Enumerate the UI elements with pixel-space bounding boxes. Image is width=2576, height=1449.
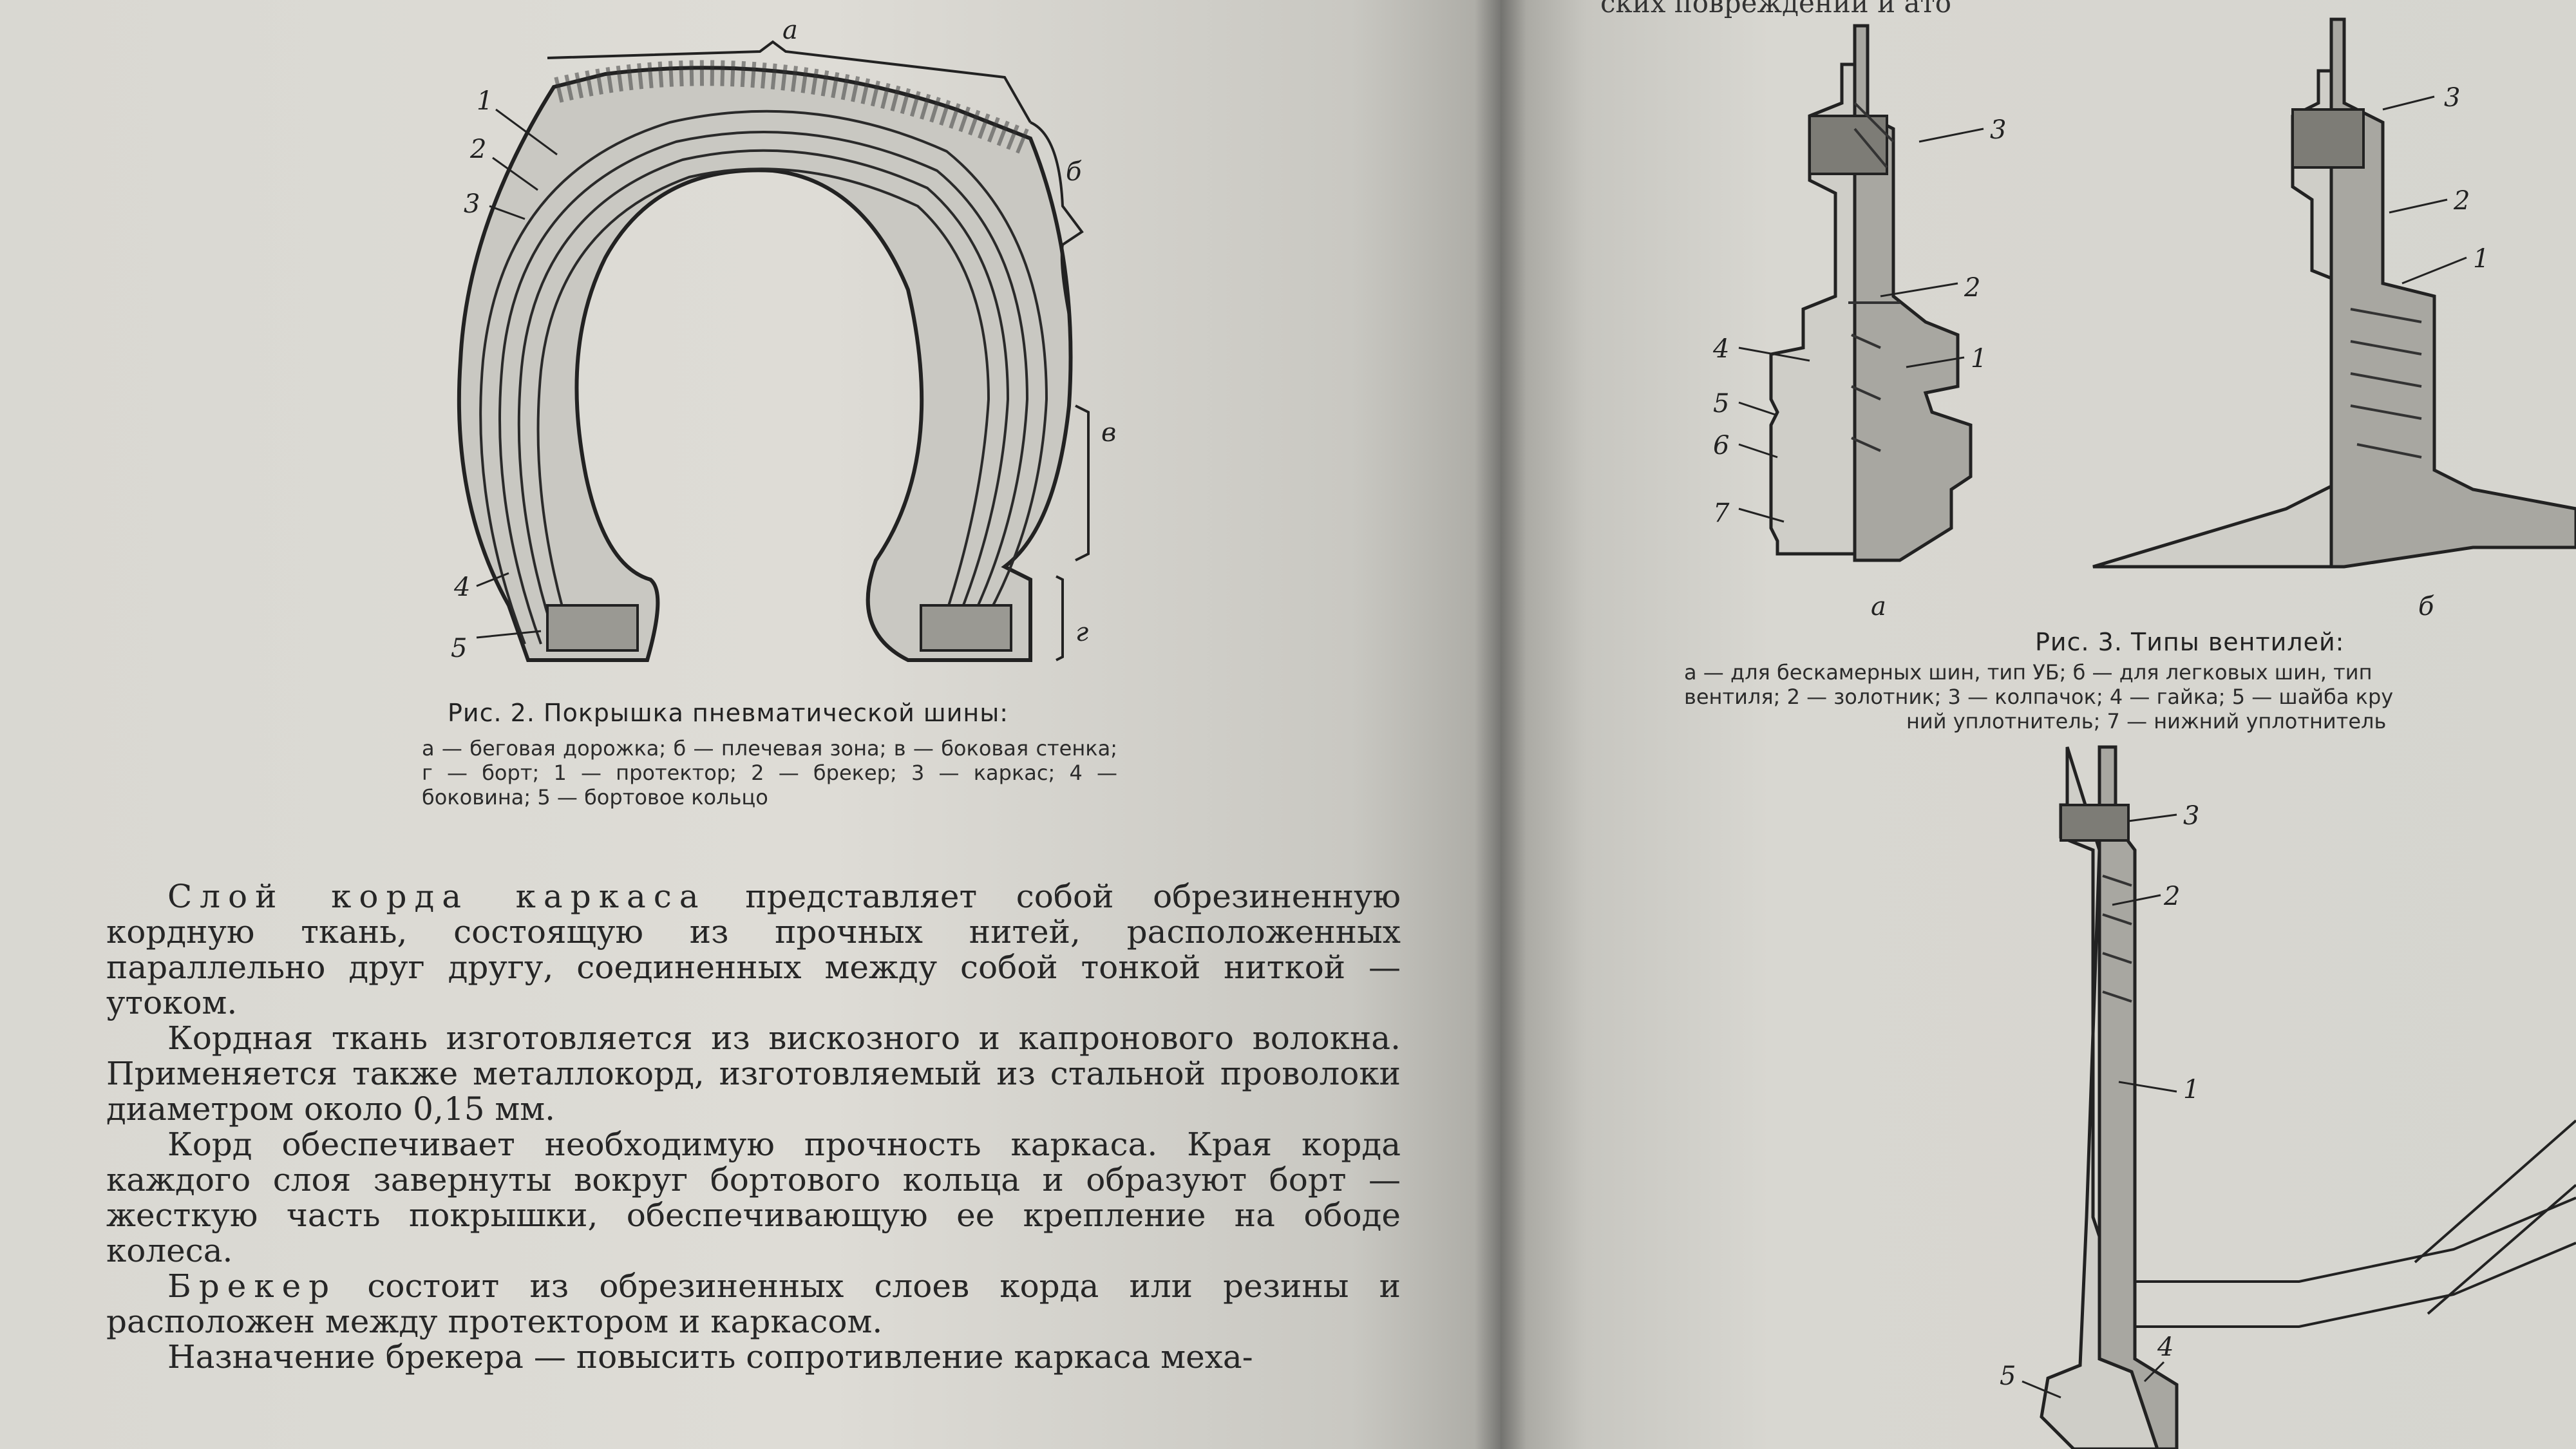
valve-a-label-7: 7 (1713, 498, 1730, 528)
valve-a-sublabel: а (1871, 592, 1886, 621)
paragraph-5: Назначение брекера — повысить сопротивле… (167, 1338, 1253, 1376)
label-part-3: 3 (464, 189, 480, 219)
bottom-valve-label-2: 2 (2163, 882, 2180, 911)
bottom-valve-label-5: 5 (2000, 1361, 2016, 1391)
term-cord-ply: Слой корда каркаса (167, 878, 706, 915)
valve-a-label-2: 2 (1964, 273, 1980, 303)
fig3-caption-line3: ний уплотнитель; 7 — нижний уплотнитель (1906, 709, 2387, 734)
body-text: Слой корда каркаса представляет собой об… (106, 879, 1401, 1375)
paragraph-2: Кордная ткань изготовляется из вискозног… (106, 1019, 1401, 1128)
valve-b-label-3: 3 (2444, 83, 2460, 113)
valve-bottom-figure: 3 2 1 4 5 (2000, 745, 2576, 1449)
valve-a-label-5: 5 (1713, 389, 1729, 419)
tire-cross-section-figure: а б в г 1 2 3 4 5 (451, 15, 1116, 663)
fig2-caption-text: а — беговая дорожка; б — плечевая зона; … (422, 736, 1117, 810)
right-page (1501, 0, 2576, 1449)
label-part-2: 2 (469, 135, 486, 164)
paragraph-1: представляет собой обрезиненную кордную … (106, 878, 1401, 1021)
book-gutter (1475, 0, 1526, 1449)
valve-a-label-6: 6 (1713, 431, 1729, 460)
right-top-text: ских повреждений и ато (1600, 0, 1952, 19)
fig3-caption-line1: а — для бескамерных шин, тип УБ; б — для… (1684, 660, 2372, 685)
label-part-4: 4 (453, 573, 470, 602)
paragraph-4: состоит из обрезиненных слоев корда или … (106, 1267, 1401, 1340)
valve-a-label-4: 4 (1712, 334, 1729, 364)
fig2-caption-title: Рис. 2. Покрышка пневматической шины: (448, 699, 1009, 727)
label-zone-g: г (1075, 618, 1088, 647)
bottom-valve-label-1: 1 (2183, 1075, 2199, 1104)
paragraph-3: Корд обеспечивает необходимую прочность … (106, 1126, 1401, 1269)
bottom-valve-label-3: 3 (2183, 801, 2199, 831)
fig3-caption-title: Рис. 3. Типы вентилей: (2035, 628, 2345, 656)
left-page (0, 0, 1501, 1449)
valve-a-label-1: 1 (1971, 344, 1987, 374)
term-breaker: Брекер (167, 1267, 337, 1305)
valve-b-label-1: 1 (2473, 244, 2489, 274)
fig3-caption-line2: вентиля; 2 — золотник; 3 — колпачок; 4 —… (1684, 685, 2394, 709)
valve-type-b-figure: 3 2 1 б (2092, 17, 2576, 621)
label-zone-v: в (1101, 418, 1116, 448)
label-zone-b: б (1066, 157, 1082, 187)
label-part-5: 5 (451, 634, 467, 663)
bottom-valve-label-4: 4 (2157, 1332, 2174, 1362)
valve-type-a-figure: 3 2 1 4 5 6 7 а (1712, 24, 2006, 621)
label-part-1: 1 (477, 86, 493, 116)
valve-a-label-3: 3 (1990, 115, 2006, 145)
label-zone-a: а (782, 15, 798, 45)
tire-outer-shape (457, 66, 1073, 662)
valve-b-sublabel: б (2418, 592, 2434, 621)
valve-b-label-2: 2 (2453, 186, 2470, 216)
